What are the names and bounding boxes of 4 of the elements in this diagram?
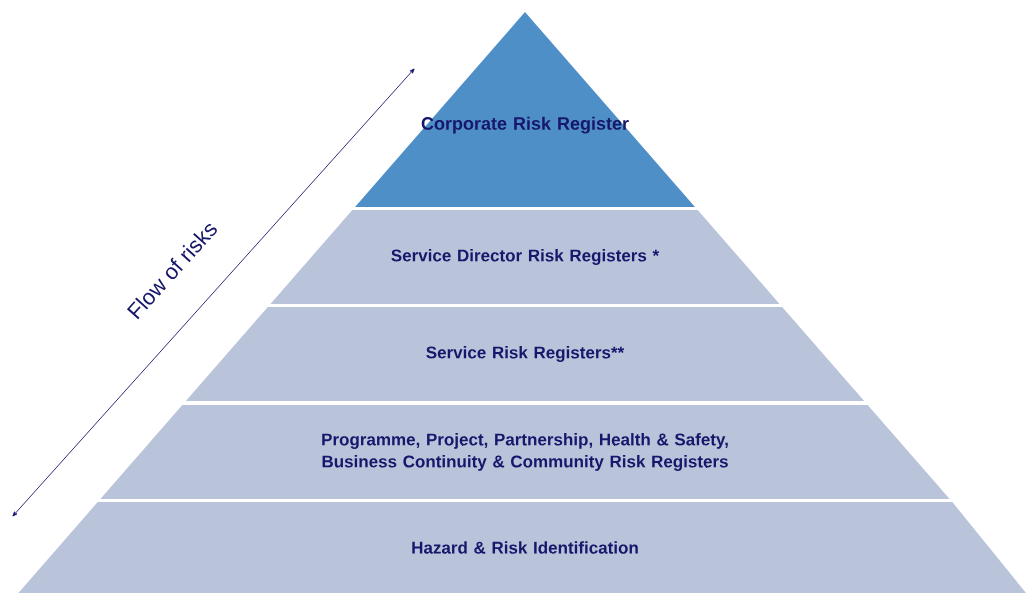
pyramid-level: Hazard & Risk Identification [18, 502, 1026, 593]
pyramid-level: Service Director Risk Registers * [270, 210, 780, 304]
pyramid-level: Programme, Project, Partnership, Health & Safety, Business Continuity & Community Risk Registers [100, 405, 950, 499]
pyramid-level: Service Risk Registers** [185, 307, 865, 401]
